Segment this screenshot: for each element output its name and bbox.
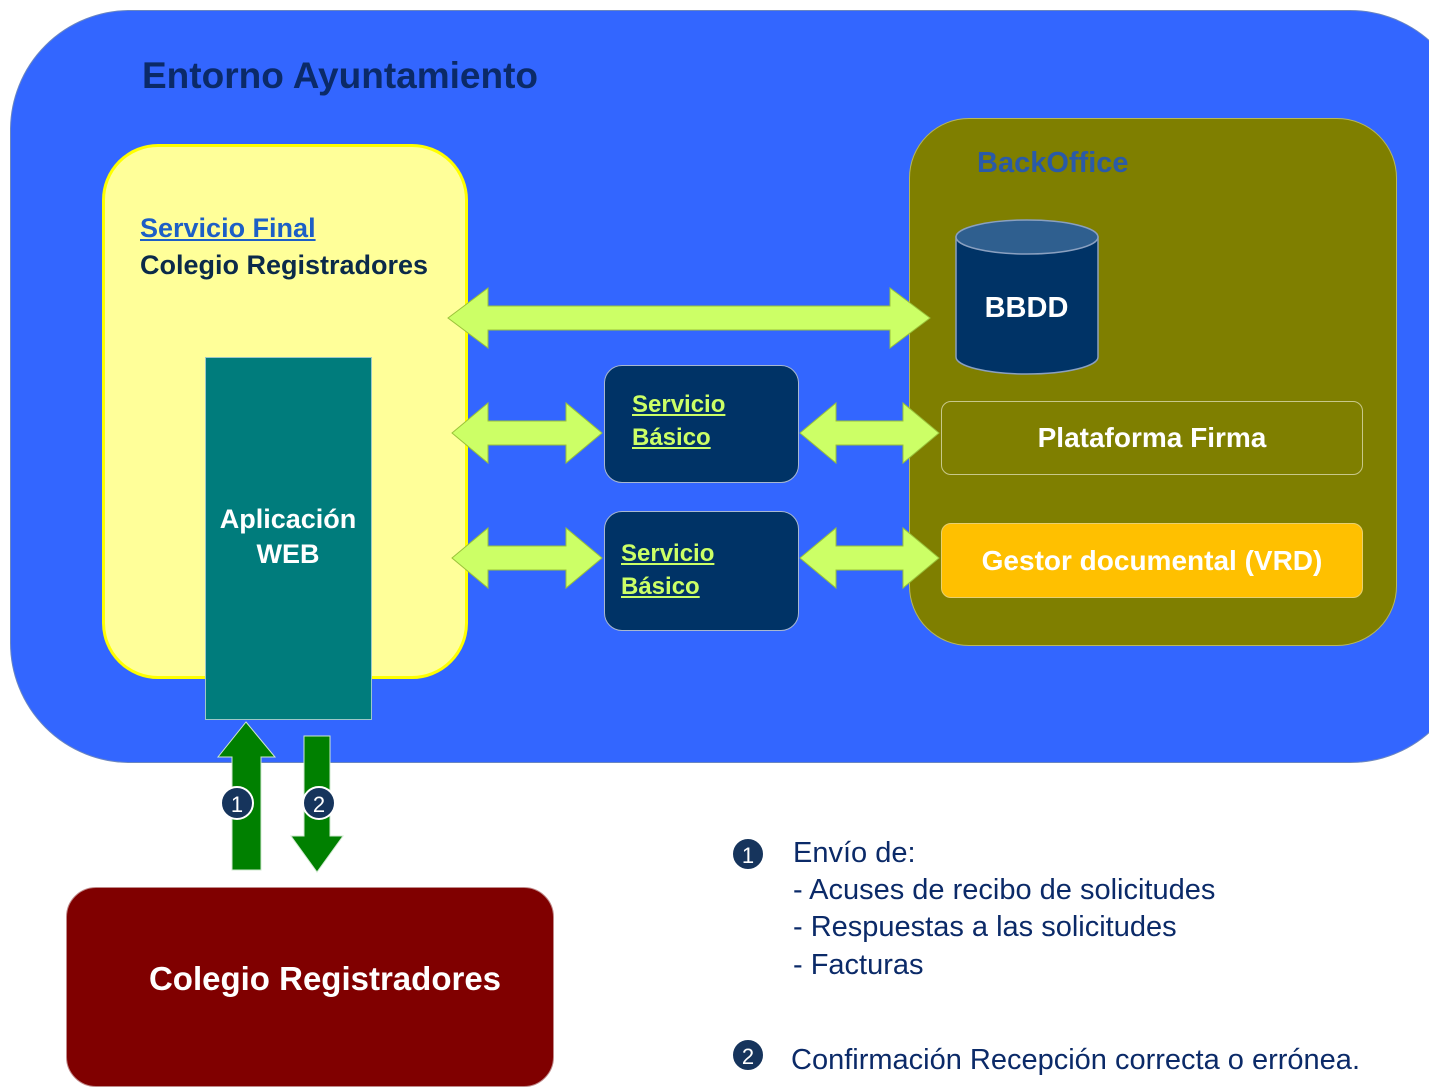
servicio-final-link[interactable]: Servicio Final — [140, 213, 316, 243]
legend-badge-2: 2 — [731, 1038, 765, 1072]
environment-title: Entorno Ayuntamiento — [142, 55, 539, 96]
servicio-basico-link-1[interactable]: Servicio Básico — [632, 388, 725, 454]
arrow-final-to-servicio-2 — [451, 526, 603, 590]
gestor-documental-box: Gestor documental (VRD) — [941, 523, 1363, 598]
database-cylinder-icon — [955, 219, 1099, 375]
arrow-servicio-2-to-gestor — [799, 526, 940, 590]
flow-badge-2: 2 — [302, 786, 336, 820]
legend-item1-line1: - Acuses de recibo de solicitudes — [793, 874, 1216, 906]
backoffice-title: BackOffice — [977, 147, 1129, 179]
arrow-final-to-servicio-1 — [451, 401, 603, 465]
flow-badge-1: 1 — [220, 786, 254, 820]
bbdd-label: BBDD — [984, 292, 1069, 324]
legend-badge-1: 1 — [731, 837, 765, 871]
servicio-basico-link-2[interactable]: Servicio Básico — [621, 537, 714, 603]
plataforma-firma-label: Plataforma Firma — [1037, 422, 1267, 453]
servicio-final-subtitle: Colegio Registradores — [140, 250, 429, 280]
web-app-box — [205, 357, 372, 720]
servicio-basico-box-1 — [604, 365, 799, 483]
web-app-label: Aplicación WEB — [200, 502, 376, 572]
legend-item1-title: Envío de: — [793, 837, 916, 869]
arrow-servicio-1-to-firma — [799, 401, 940, 465]
web-app-label-line2: WEB — [256, 539, 320, 569]
servicio-basico-1-line1: Servicio — [632, 391, 726, 418]
legend-item1-line3: - Facturas — [793, 949, 924, 981]
servicio-basico-2-line2: Básico — [621, 573, 700, 600]
legend-item1-line2: - Respuestas a las solicitudes — [793, 911, 1177, 943]
servicio-basico-1-line2: Básico — [632, 424, 711, 451]
servicio-basico-box-2 — [604, 511, 799, 631]
arrow-final-to-bbdd — [447, 287, 931, 349]
plataforma-firma-box: Plataforma Firma — [941, 401, 1363, 475]
legend-item2-text: Confirmación Recepción correcta o erróne… — [791, 1044, 1360, 1076]
web-app-label-line1: Aplicación — [219, 504, 357, 534]
servicio-basico-2-line1: Servicio — [621, 540, 715, 567]
gestor-documental-label: Gestor documental (VRD) — [981, 544, 1323, 576]
colegio-registradores-label: Colegio Registradores — [148, 960, 502, 997]
